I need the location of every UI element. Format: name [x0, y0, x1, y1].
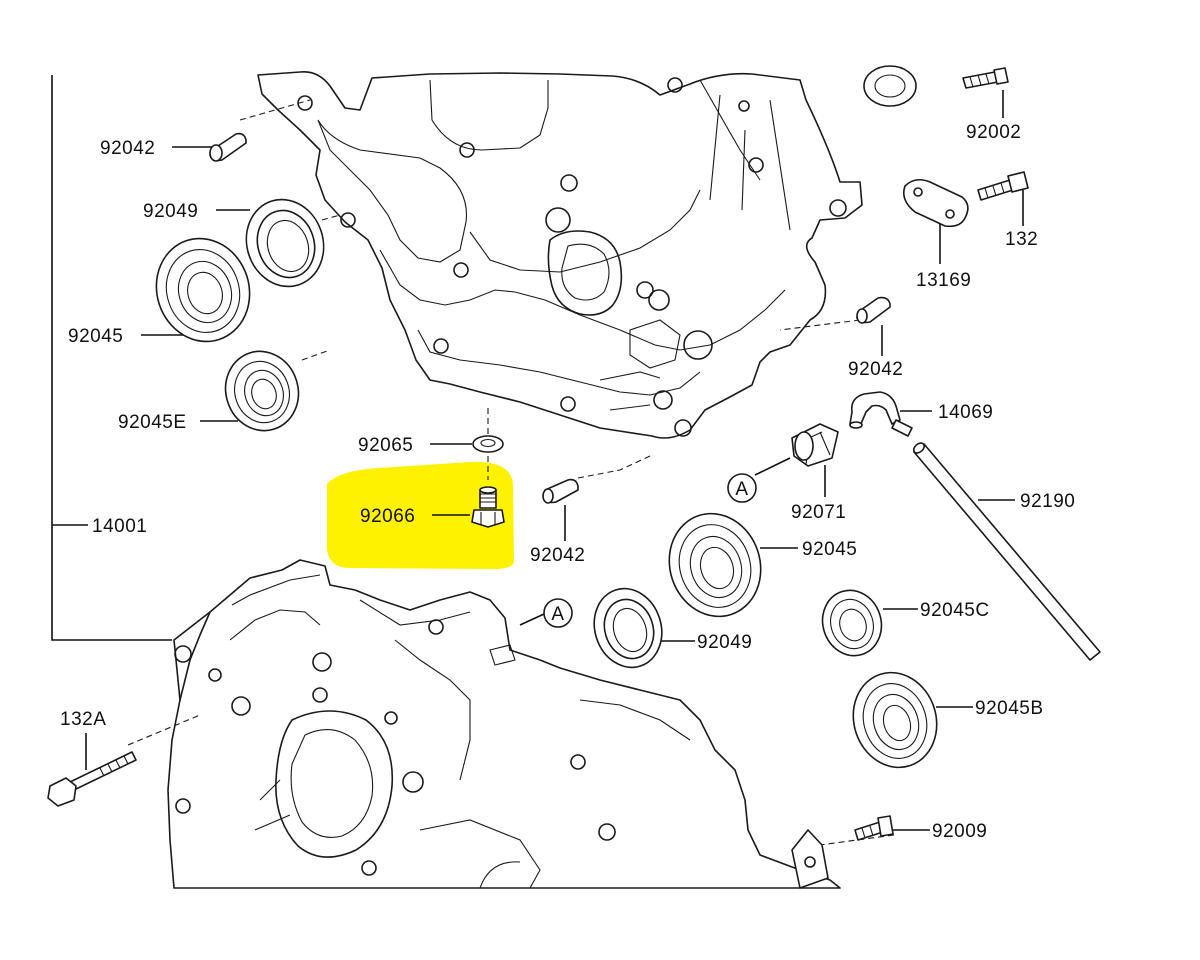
ball-bearing-92045-right: [668, 512, 762, 618]
reference-marker-a-lower: A: [543, 598, 573, 628]
tube-92190: [912, 442, 1101, 661]
part-label-92071: 92071: [791, 502, 846, 523]
part-label-92045B: 92045B: [975, 698, 1044, 719]
oil-seal-92049-top: [245, 198, 325, 288]
reference-letter: A: [551, 604, 564, 625]
highlight-92066: [327, 461, 514, 570]
parts: [47, 65, 1101, 889]
ball-bearing-92045E: [224, 350, 300, 432]
part-label-92045-top: 92045: [68, 326, 123, 347]
upper-crankcase-half: [257, 70, 863, 439]
part-label-132A: 132A: [60, 709, 106, 730]
plate-13169: [902, 178, 969, 228]
bolt-132: [977, 171, 1029, 201]
drain-fitting-92066: [471, 486, 505, 528]
part-label-92045C: 92045C: [920, 600, 990, 621]
oil-seal-92049-bottom: [593, 587, 663, 669]
washer-92065: [472, 435, 504, 453]
part-label-92065: 92065: [358, 435, 413, 456]
elbow-fitting-14069: [849, 391, 913, 437]
part-label-92042-top: 92042: [100, 138, 155, 159]
part-label-92009: 92009: [932, 821, 987, 842]
part-label-14069: 14069: [938, 402, 993, 423]
ball-bearing-92045B: [852, 671, 938, 769]
part-label-92049-bottom: 92049: [697, 632, 752, 653]
part-label-92066: 92066: [360, 506, 415, 527]
cap-92071: [791, 423, 839, 467]
part-label-92190: 92190: [1020, 491, 1075, 512]
dowel-pin-92042-right: [856, 296, 891, 324]
reference-marker-a-upper: A: [727, 473, 757, 503]
part-label-13169: 13169: [916, 270, 971, 291]
part-labels: 92042 92049 92045 92045E 14001 92065 920…: [60, 122, 1075, 842]
dowel-pin-92042-top: [209, 132, 247, 162]
part-label-92042-right: 92042: [848, 359, 903, 380]
ball-bearing-92045C: [821, 589, 883, 657]
part-label-92045-right: 92045: [802, 539, 857, 560]
bolt-92002: [962, 67, 1009, 89]
screw-92009: [854, 815, 894, 841]
part-label-92002: 92002: [966, 122, 1021, 143]
leader-lines: [51, 75, 1024, 846]
part-label-92045E: 92045E: [118, 412, 187, 433]
ball-bearing-92045-top: [155, 237, 251, 343]
part-label-92042-mid: 92042: [530, 545, 585, 566]
part-label-92049-top: 92049: [143, 201, 198, 222]
part-label-14001: 14001: [92, 516, 147, 537]
reference-letter: A: [735, 479, 748, 500]
dowel-pin-92042-mid: [542, 478, 579, 504]
part-label-132: 132: [1005, 229, 1038, 250]
bolt-132A: [47, 751, 137, 807]
lower-crankcase-half: [167, 559, 841, 889]
